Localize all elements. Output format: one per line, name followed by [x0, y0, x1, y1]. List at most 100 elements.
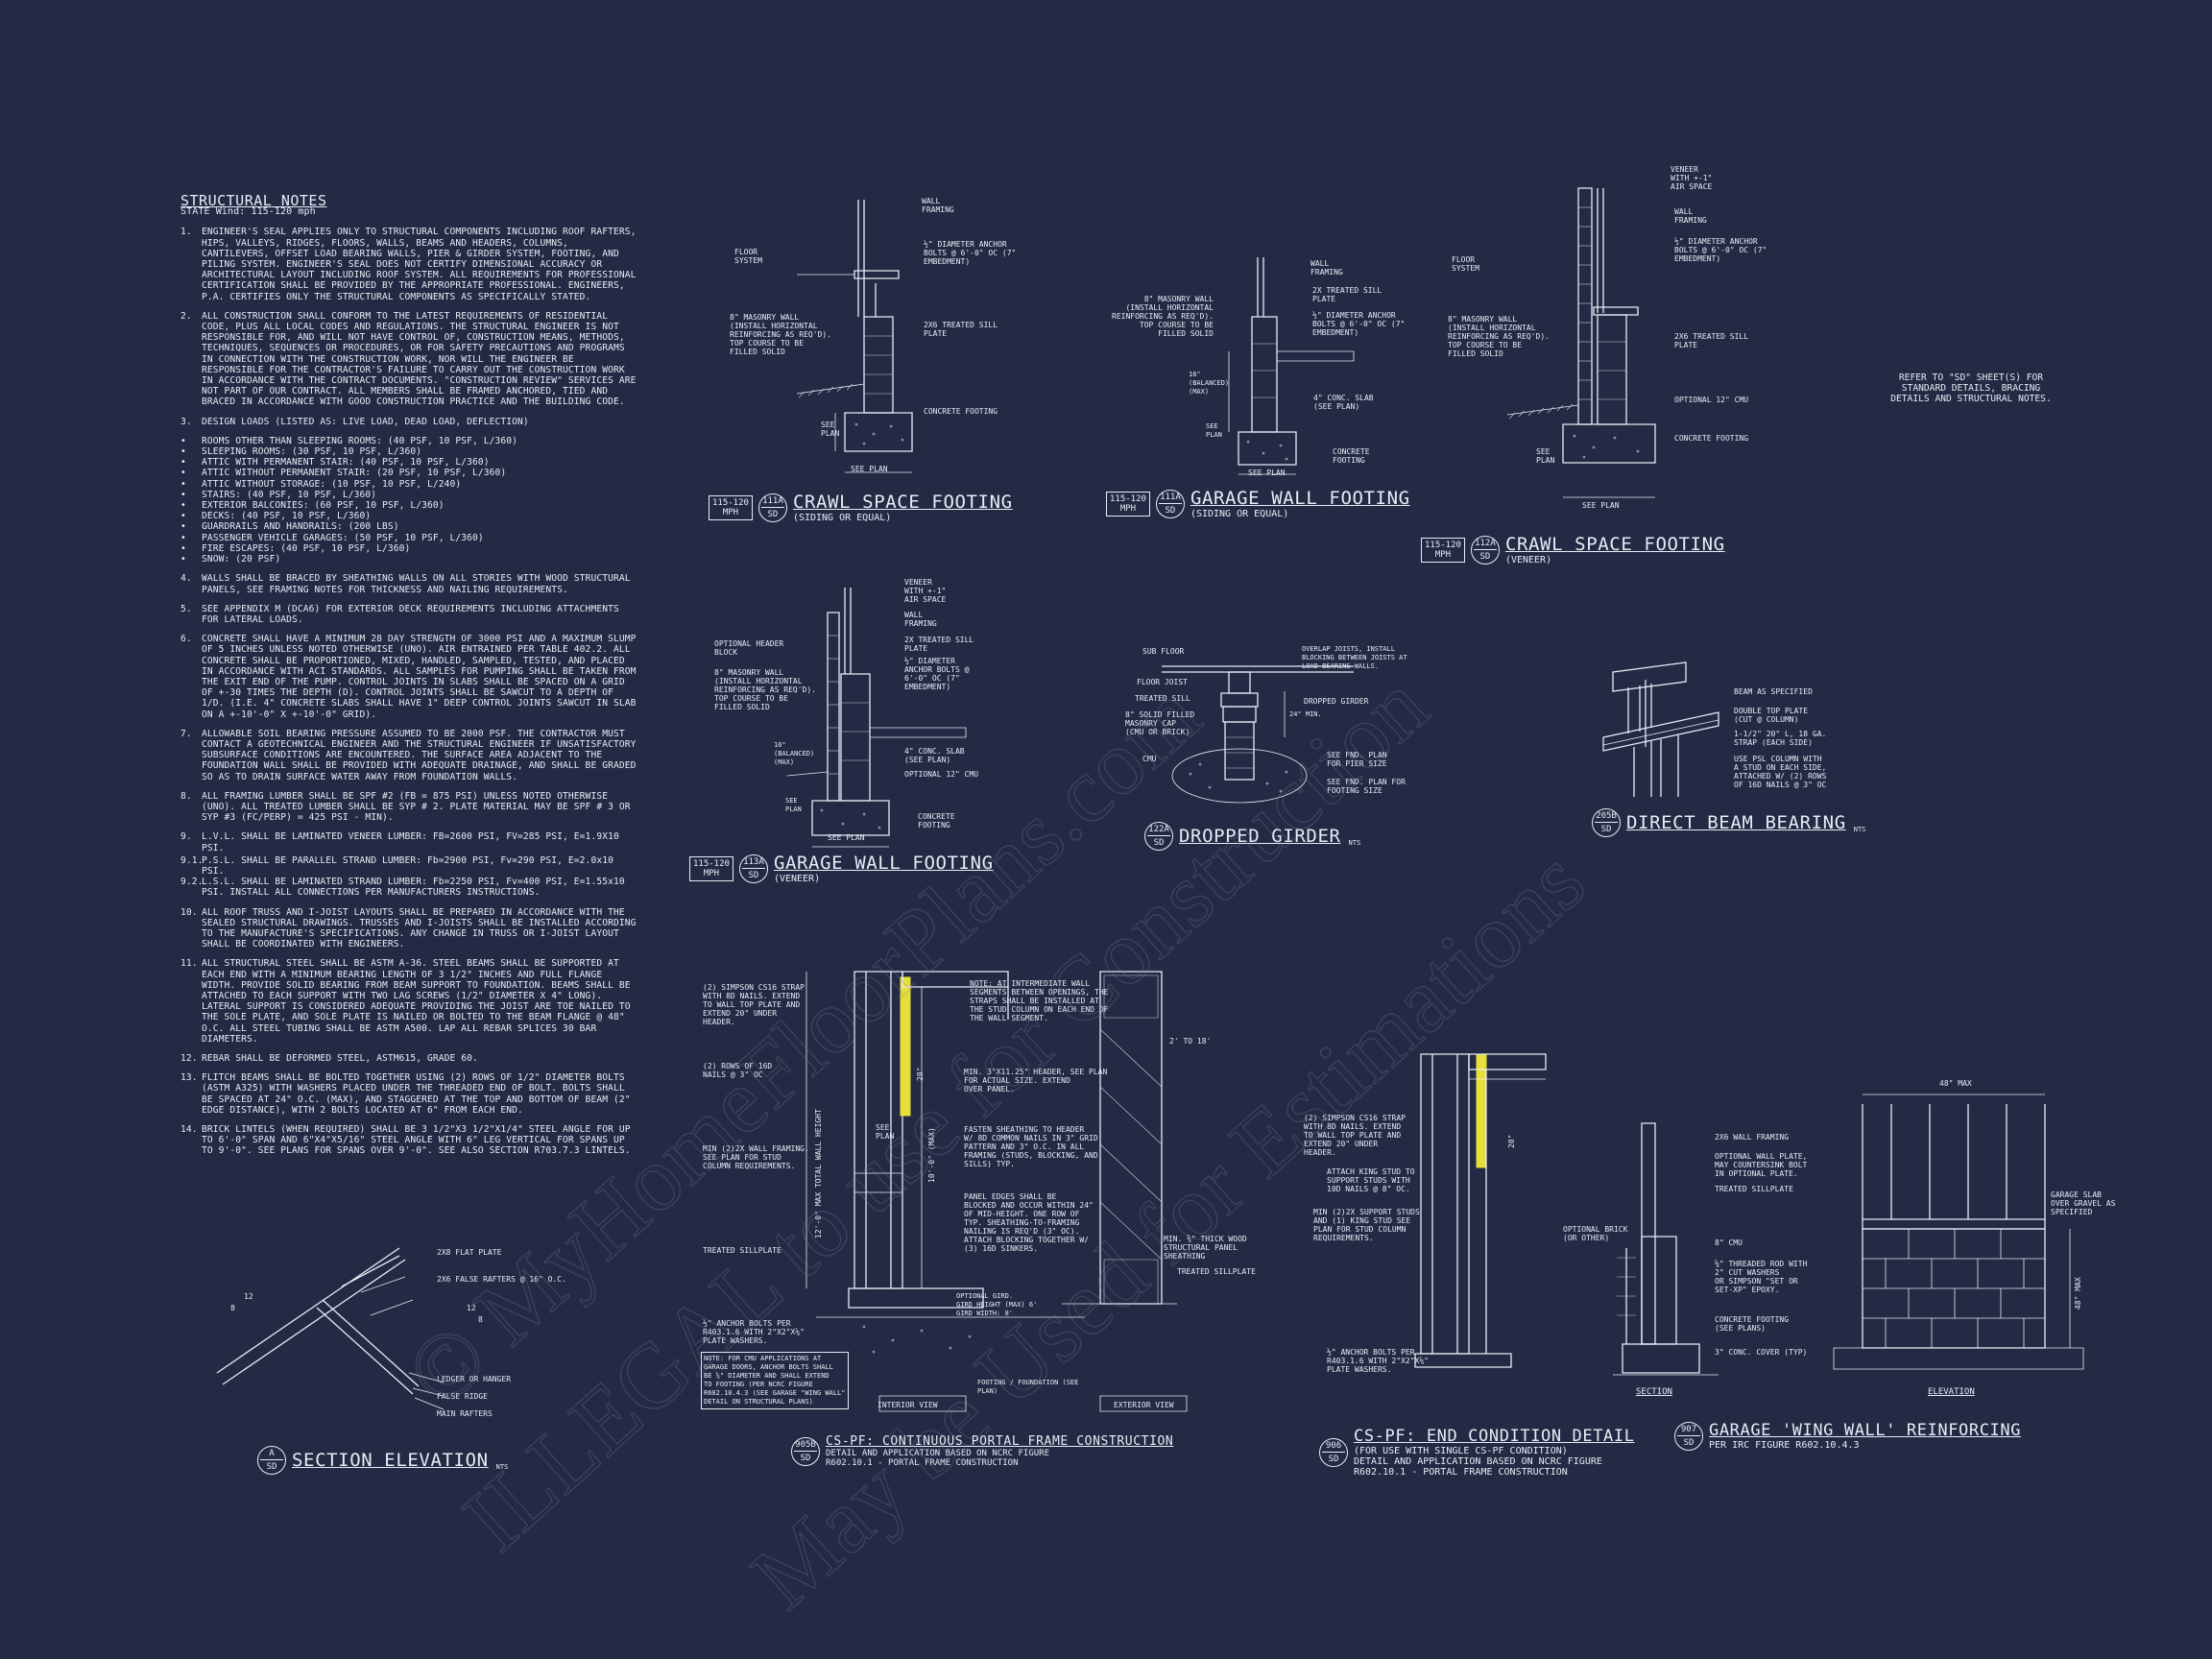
structural-note: 9.2.L.S.L. SHALL BE LAMINATED STRAND LUM…	[180, 877, 641, 898]
label-concrete-footing: CONCRETE FOOTING	[1674, 434, 1749, 443]
note-text: WALLS SHALL BE BRACED BY SHEATHING WALLS…	[202, 573, 631, 595]
note-text: ALL ROOF TRUSS AND I-JOIST LAYOUTS SHALL…	[202, 906, 637, 950]
design-load-item: SLEEPING ROOMS: (30 PSF, 10 PSF, L/360)	[180, 446, 641, 457]
label-garage-slab: GARAGE SLAB OVER GRAVEL AS SPECIFIED	[2051, 1190, 2116, 1216]
label-header: MIN. 3"x11.25" HEADER, SEE PLAN FOR ACTU…	[964, 1068, 1108, 1094]
label-veneer: VENEER WITH +-1" AIR SPACE	[1671, 165, 1713, 191]
label-masonry-cap: 8" SOLID FILLED MASONRY CAP (CMU OR BRIC…	[1125, 710, 1195, 736]
label-nail-rows: (2) ROWS OF 16d NAILS @ 3" OC	[703, 1062, 773, 1079]
nts-note: NTS	[1348, 839, 1361, 847]
section-elevation-drawing	[217, 1238, 505, 1411]
label-wall-framing: MIN (2)2X WALL FRAMING. SEE PLAN FOR STU…	[703, 1144, 809, 1170]
structural-note: 1.ENGINEER'S SEAL APPLIES ONLY TO STRUCT…	[180, 227, 641, 301]
design-load-item: ATTIC WITH PERMANENT STAIR: (40 PSF, 10 …	[180, 457, 641, 468]
note-text: BRICK LINTELS (WHEN REQUIRED) SHALL BE 3…	[202, 1124, 631, 1157]
label-anchor-bolts: ½" DIAMETER ANCHOR BOLTS @ 6'-0" OC (7" …	[1674, 237, 1767, 263]
structural-note: 7.ALLOWABLE SOIL BEARING PRESSURE ASSUME…	[180, 729, 641, 782]
note-number: 8.	[180, 790, 192, 802]
pitch-label: 12	[244, 1292, 253, 1301]
label-top-plate: DOUBLE TOP PLATE (CUT @ COLUMN)	[1734, 707, 1809, 724]
label-footing-foundation: FOOTING / FOUNDATION (SEE PLAN)	[977, 1379, 1079, 1395]
label-cmu: 8" CMU	[1715, 1238, 1743, 1247]
detail-subtitle: (VENEER)	[1504, 555, 1552, 565]
label-king-stud: ATTACH KING STUD TO SUPPORT STUDS WITH 1…	[1327, 1167, 1415, 1193]
label-see-plan-vertical: SEE PLAN	[1536, 447, 1555, 465]
label-conc-slab: 4" CONC. SLAB (SEE PLAN)	[904, 747, 965, 764]
structural-note: 4. WALLS SHALL BE BRACED BY SHEATHING WAL…	[180, 573, 641, 594]
reference-note: REFER TO "SD" SHEET(S) FOR STANDARD DETA…	[1890, 373, 2052, 404]
detail-subtitle: DETAIL AND APPLICATION BASED ON NCRC FIG…	[1354, 1456, 1602, 1467]
detail-subtitle: PER IRC FIGURE R602.10.4.3	[1709, 1440, 1860, 1451]
structural-note: 2.ALL CONSTRUCTION SHALL CONFORM TO THE …	[180, 311, 641, 408]
structural-note: 5.SEE APPENDIX M (DCA6) FOR EXTERIOR DEC…	[180, 604, 641, 625]
label-concrete-footing: CONCRETE FOOTING	[1333, 447, 1370, 465]
label-anchor-bolts: ½" DIAMETER ANCHOR BOLTS @ 6'-0" OC (7" …	[1312, 311, 1406, 337]
label-flat-plate: 2x8 FLAT PLATE	[437, 1248, 502, 1257]
crawl-space-footing-siding-drawing	[797, 192, 989, 480]
wing-wall-section-drawing	[1613, 1123, 1719, 1382]
label-sill-plate: 2x6 TREATED SILL PLATE	[924, 321, 998, 338]
structural-note: 13.FLITCH BEAMS SHALL BE BOLTED TOGETHER…	[180, 1072, 641, 1116]
label-conc-cover: 3" CONC. COVER (TYP)	[1715, 1348, 1808, 1357]
label-anchor-bolts: ½" ANCHOR BOLTS PER R403.1.6 WITH 2"x2"x…	[703, 1319, 805, 1345]
detail-title-text: GARAGE 'WING WALL' REINFORCING	[1709, 1421, 2022, 1440]
garage-wall-footing-siding-drawing	[1219, 257, 1354, 478]
label-wall-framing: WALL FRAMING	[1674, 207, 1707, 225]
design-load-item: GUARDRAILS AND HANDRAILS: (200 LBS)	[180, 521, 641, 532]
label-floor-joist: FLOOR JOIST	[1137, 678, 1188, 686]
label-section: SECTION	[1636, 1387, 1672, 1397]
detail-title-text: GARAGE WALL FOOTING	[1190, 488, 1410, 509]
label-panel-edges: PANEL EDGES SHALL BE BLOCKED AND OCCUR W…	[964, 1192, 1094, 1253]
label-cmu: CMU	[1142, 755, 1157, 763]
structural-note: 6.CONCRETE SHALL HAVE A MINIMUM 28 DAY S…	[180, 634, 641, 720]
label-dimension: 20"	[1507, 1134, 1516, 1148]
label-masonry-wall: 8" MASONRY WALL (INSTALL HORIZONTAL REIN…	[1448, 315, 1550, 358]
label-veneer: VENEER WITH +-1" AIR SPACE	[904, 578, 947, 604]
detail-title-text: SECTION ELEVATION	[292, 1450, 489, 1471]
label-treated-sill: TREATED SILLPLATE	[1715, 1185, 1793, 1193]
detail-subtitle: R602.10.1 - PORTAL FRAME CONSTRUCTION	[826, 1458, 1019, 1468]
structural-note: 12.REBAR SHALL BE DEFORMED STEEL, ASTM61…	[180, 1053, 641, 1064]
design-load-item: SNOW: (20 PSF)	[180, 554, 641, 565]
note-number: 12.	[180, 1053, 198, 1065]
design-load-item: STAIRS: (40 PSF, 10 PSF, L/360)	[180, 490, 641, 500]
detail-title-text: CS-PF: END CONDITION DETAIL	[1354, 1427, 1635, 1446]
label-optional-plate: OPTIONAL WALL PLATE, MAY COUNTERSINK BOL…	[1715, 1152, 1808, 1178]
label-dropped-girder: DROPPED GIRDER	[1304, 697, 1369, 706]
design-load-item: DECKS: (40 PSF, 10 PSF, L/360)	[180, 511, 641, 521]
label-dimension: 20"	[916, 1067, 925, 1081]
portal-frame-exterior-drawing	[1062, 972, 1177, 1404]
portal-frame-interior-drawing	[816, 972, 1085, 1404]
pitch-label: 8	[478, 1315, 483, 1324]
label-sub-floor: SUB FLOOR	[1142, 647, 1185, 656]
note-text: ALL CONSTRUCTION SHALL CONFORM TO THE LA…	[202, 310, 637, 408]
label-interior-view: INTERIOR VIEW	[878, 1401, 938, 1409]
end-condition-drawing	[1411, 1050, 1546, 1367]
label-wood-sheathing: MIN. ⅜" THICK WOOD STRUCTURAL PANEL SHEA…	[1164, 1235, 1247, 1261]
label-fasten-sheathing: FASTEN SHEATHING TO HEADER W/ 8d COMMON …	[964, 1125, 1098, 1168]
label-dimension: 12'-0" MAX TOTAL WALL HEIGHT	[814, 1109, 823, 1238]
note-text: CONCRETE SHALL HAVE A MINIMUM 28 DAY STR…	[202, 634, 637, 720]
structural-note: 14.BRICK LINTELS (WHEN REQUIRED) SHALL B…	[180, 1124, 641, 1157]
label-see-plan-vertical: SEE PLAN	[1206, 422, 1222, 439]
note-number: 4.	[180, 573, 192, 585]
design-load-item: EXTERIOR BALCONIES: (60 PSF, 10 PSF, L/3…	[180, 500, 641, 511]
structural-note: 11.ALL STRUCTURAL STEEL SHALL BE ASTM A-…	[180, 958, 641, 1045]
label-treated-sill: TREATED SILLPLATE	[703, 1246, 781, 1255]
label-support-studs: MIN (2)2X SUPPORT STUDS AND (1) KING STU…	[1313, 1208, 1420, 1242]
design-loads-list: ROOMS OTHER THAN SLEEPING ROOMS: (40 PSF…	[180, 436, 641, 565]
